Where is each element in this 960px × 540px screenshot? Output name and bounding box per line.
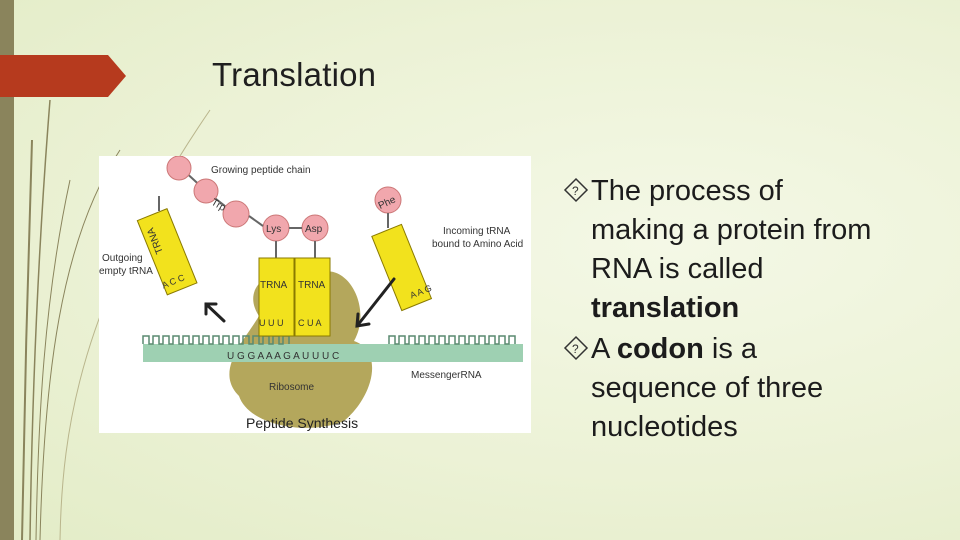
trna-outgoing: TRNA	[136, 208, 198, 296]
peptide-synthesis-diagram: Trp Lys Asp Phe TRNA TRNA TRNA U U U C U…	[99, 156, 531, 433]
slide-title: Translation	[212, 56, 377, 93]
title-accent-tab	[0, 55, 126, 97]
mrna-strand	[143, 344, 523, 362]
left-accent-bar	[0, 0, 14, 540]
bullet-line: making a protein from	[591, 214, 872, 246]
trna-incoming	[371, 223, 433, 312]
amino-label-asp: Asp	[305, 224, 323, 235]
outgoing-label: Outgoing	[102, 253, 143, 264]
outgoing-label-2: empty tRNA	[99, 266, 153, 277]
mrna-label: MessengerRNA	[411, 370, 482, 381]
trna-label: TRNA	[298, 280, 326, 291]
trna-label: TRNA	[260, 280, 288, 291]
amino-acid-trp	[222, 200, 250, 228]
figure-caption: Peptide Synthesis	[246, 415, 358, 431]
svg-text:?: ?	[572, 342, 579, 356]
amino-acid	[193, 178, 219, 204]
diamond-question-icon: ?	[563, 177, 589, 203]
bullet-list: ? The process of making a protein from R…	[563, 172, 943, 449]
bullet-line: nucleotides	[591, 411, 738, 443]
svg-text:?: ?	[572, 184, 579, 198]
bullet-item: ? A codon is a sequence of three nucleot…	[563, 330, 943, 447]
anticodon: C U A	[298, 318, 322, 328]
incoming-label: Incoming tRNA	[443, 226, 511, 237]
growing-chain-label: Growing peptide chain	[211, 165, 311, 176]
trna-site-1	[258, 257, 295, 337]
amino-label-lys: Lys	[266, 224, 281, 235]
bullet-bold-term: translation	[591, 292, 740, 324]
diamond-question-icon: ?	[563, 335, 589, 361]
bullet-line: The process of	[591, 175, 783, 207]
bullet-line: A codon is a	[591, 333, 757, 365]
anticodon: U U U	[259, 318, 284, 328]
incoming-label-2: bound to Amino Acid	[432, 239, 523, 250]
trna-site-2	[294, 257, 331, 337]
amino-acid	[166, 156, 192, 181]
bullet-line: RNA is called	[591, 253, 764, 285]
bullet-item: ? The process of making a protein from R…	[563, 172, 943, 328]
ribosome-label: Ribosome	[269, 382, 314, 393]
bullet-line: sequence of three	[591, 372, 824, 404]
bullet-bold-term: codon	[616, 333, 704, 365]
mrna-sequence: U G G A A A G A U U U C	[227, 351, 339, 362]
